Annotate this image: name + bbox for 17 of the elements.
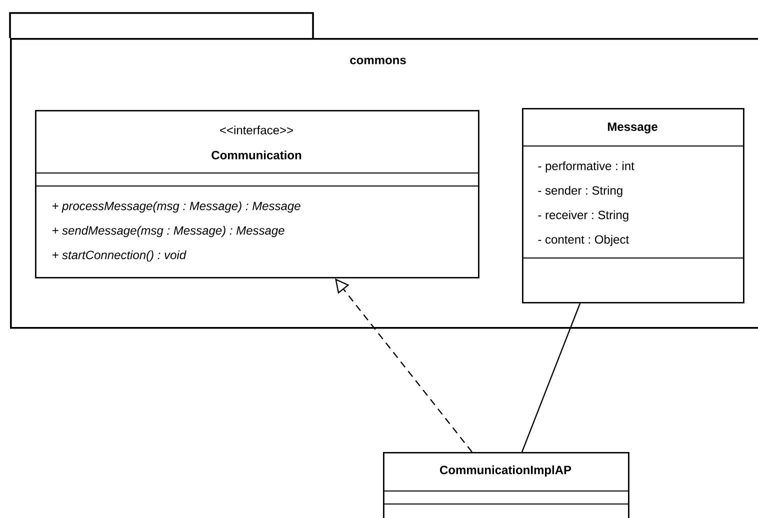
attribute-text: - receiver : String [538,210,628,222]
operation-text: + sendMessage(msg : Message) : Message [52,226,284,238]
association-line [521,303,581,452]
operation-text: + processMessage(msg : Message) : Message [52,201,300,213]
class-box [34,110,480,278]
class-box [522,108,744,304]
class-name: CommunicationImplAP [440,465,572,477]
operation-text: + startConnection() : void [52,250,186,262]
attribute-text: - sender : String [538,186,622,198]
class-name: Message [608,122,658,134]
class-name: Communication [212,150,302,160]
package-box [9,12,758,329]
attribute-text: - content : Object [538,234,629,246]
package-name: commons [350,58,406,64]
attribute-text: - performative : int [538,161,634,173]
stereotype-label: <<interface>> [220,126,293,134]
class-box [382,452,630,518]
